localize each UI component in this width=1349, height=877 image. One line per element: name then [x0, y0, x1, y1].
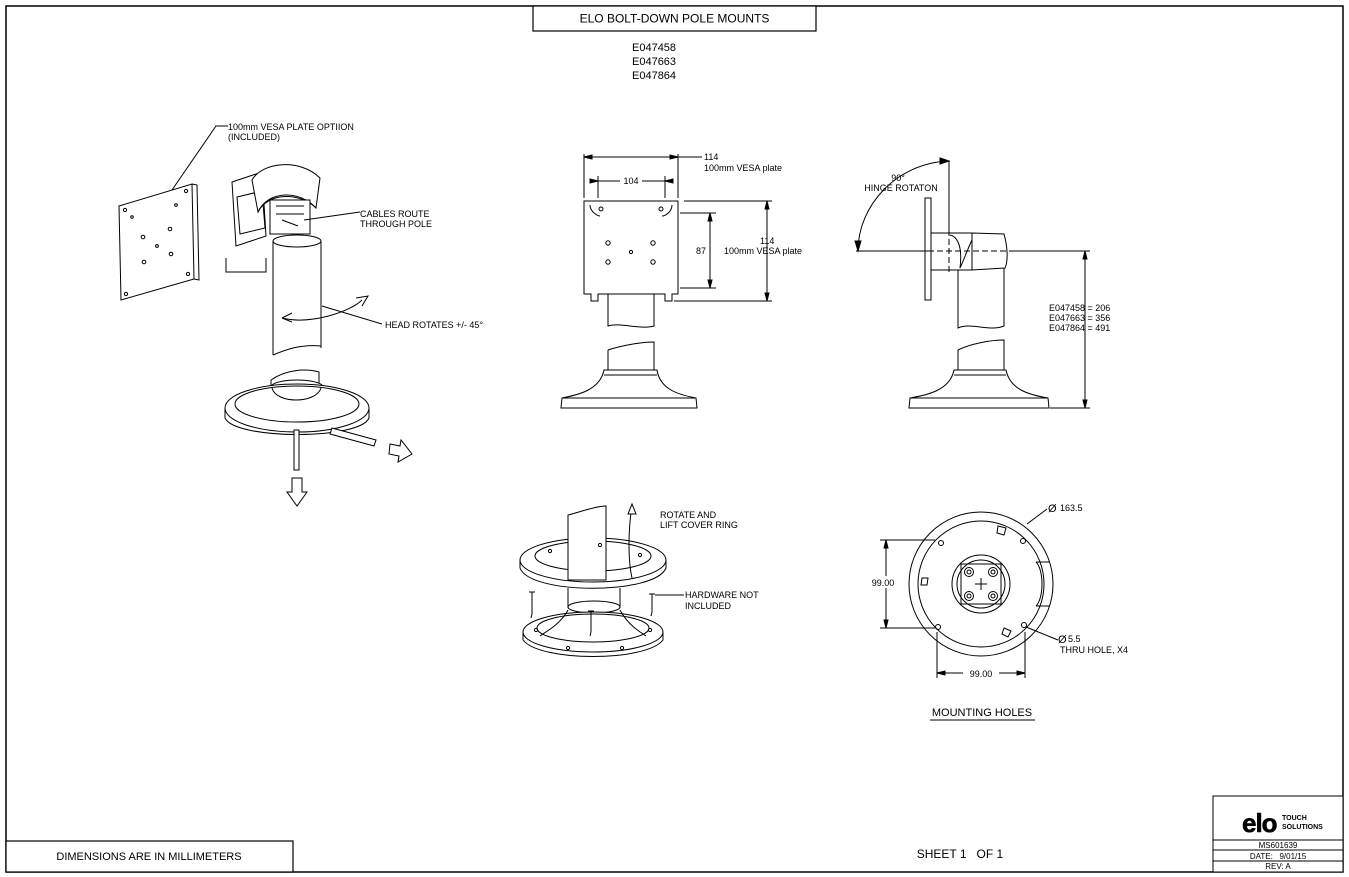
cables-label-line1: CABLES ROUTE [360, 209, 430, 219]
title-box [532, 5, 817, 32]
doc-date: DATE: 9/01/15 [1250, 852, 1307, 861]
hinge-label: HINGE ROTATON [864, 183, 938, 193]
height-e047663: E047663 = 356 [1049, 313, 1110, 323]
cables-label-line2: THROUGH POLE [360, 219, 432, 229]
side-base [908, 369, 1050, 409]
mounting-hole [1021, 622, 1027, 628]
front-dim-104: 104 [623, 176, 638, 186]
part-number-1: E047458 [632, 42, 676, 54]
iso-base [224, 383, 370, 433]
doc-number: MS601639 [1259, 841, 1298, 850]
outer-dia-value: 163.5 [1060, 503, 1083, 513]
holes-dim-horizontal: 99.00 [970, 669, 993, 679]
cover-base [522, 611, 664, 653]
rotate-label-line1: ROTATE AND [660, 510, 717, 520]
doc-revision: REV: A [1265, 862, 1291, 871]
hardware-label-line2: INCLUDED [685, 601, 732, 611]
head-rotates-label: HEAD ROTATES +/- 45° [385, 320, 483, 330]
vesa-plate [118, 183, 195, 301]
vesa-label-line1: 100mm VESA PLATE OPTIION [228, 122, 354, 132]
part-number-2: E047663 [632, 56, 676, 68]
hole-dia-symbol: Ø [1058, 634, 1067, 646]
front-dim-114-top: 114 [704, 152, 718, 162]
front-dim-87: 87 [696, 246, 706, 256]
front-dim-114-side-note: 100mm VESA plate [724, 246, 802, 256]
front-plate [583, 200, 679, 302]
title-block [1212, 795, 1344, 873]
cover-ring-view [519, 502, 684, 657]
front-view [560, 154, 772, 409]
hole-dia-value: 5.5 [1068, 634, 1081, 644]
hardware-label-line1: HARDWARE NOT [685, 590, 759, 600]
sheet-border [5, 5, 1344, 873]
sheet-number: SHEET 1 OF 1 [917, 847, 1004, 861]
isometric-view [118, 125, 413, 507]
hinge-angle: 90° [891, 173, 905, 183]
holes-dim-vertical: 99.00 [872, 578, 895, 588]
logo-word-touch: TOUCH [1282, 815, 1307, 822]
rotate-label-line2: LIFT COVER RING [660, 520, 738, 530]
elo-logo-mark: elo [1242, 808, 1277, 838]
mounting-hole [935, 624, 941, 630]
hole-note: THRU HOLE, X4 [1060, 645, 1128, 655]
units-box [5, 840, 294, 873]
mounting-holes-caption: MOUNTING HOLES [932, 707, 1032, 719]
outer-dia-symbol: Ø [1048, 503, 1057, 515]
mounting-hole [938, 540, 944, 546]
vesa-label-line2: (INCLUDED) [228, 132, 280, 142]
drawing-title: ELO BOLT-DOWN POLE MOUNTS [580, 12, 770, 26]
side-view [854, 157, 1090, 409]
elo-logo: elo TOUCH SOLUTIONS [1242, 808, 1323, 839]
height-e047864: E047864 = 491 [1049, 323, 1110, 333]
mounting-holes-view [880, 508, 1059, 721]
logo-word-solutions: SOLUTIONS [1282, 824, 1323, 831]
mounting-hole [1020, 538, 1026, 544]
height-e047458: E047458 = 206 [1049, 303, 1110, 313]
front-dim-114-side: 114 [760, 236, 774, 246]
side-plate [924, 197, 932, 301]
pole [272, 242, 322, 355]
units-note: DIMENSIONS ARE IN MILLIMETERS [56, 851, 241, 863]
front-dim-114-top-note: 100mm VESA plate [704, 163, 782, 173]
front-base [560, 369, 698, 409]
part-number-3: E047864 [632, 70, 676, 82]
